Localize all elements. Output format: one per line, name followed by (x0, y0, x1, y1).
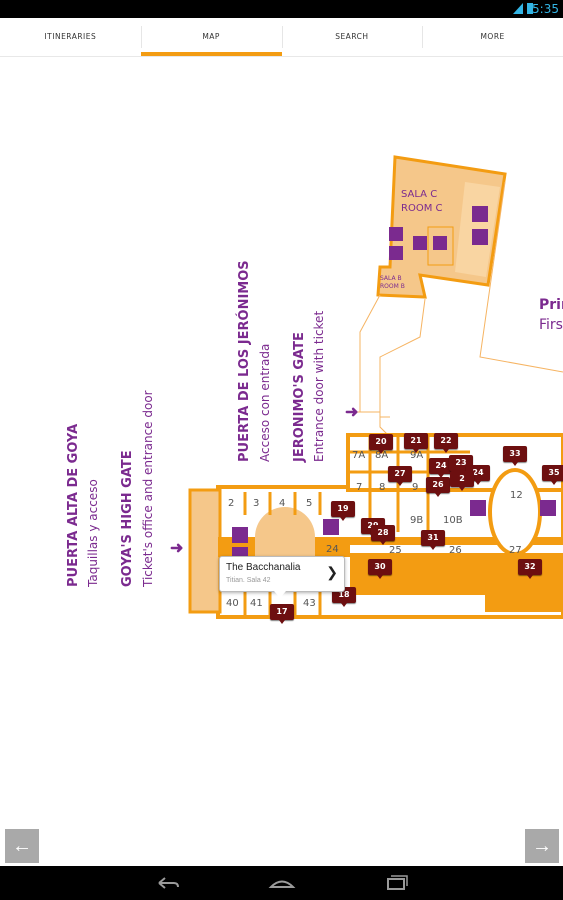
room-number: 25 (389, 545, 402, 556)
back-icon[interactable] (154, 874, 182, 892)
goya-gate-arrow: ➜ (170, 540, 184, 557)
room-number: 26 (449, 545, 462, 556)
info-icon (413, 236, 427, 250)
room-number: 8A (375, 450, 389, 461)
cafe-icon (433, 236, 447, 250)
room-number: 40 (226, 598, 239, 609)
elevator-icon (389, 246, 403, 260)
room-b-label: SALA B (380, 275, 402, 282)
artwork-marker[interactable]: 32 (518, 559, 542, 579)
tab-bar: ITINERARIES MAP SEARCH MORE (0, 18, 563, 57)
jeronimos-gate-name: PUERTA DE LOS JERÓNIMOS (237, 260, 252, 462)
artwork-marker[interactable]: 35 (542, 465, 563, 485)
stairs-icon (323, 519, 339, 535)
artwork-marker[interactable]: 24 (429, 458, 453, 478)
restroom-icon (470, 500, 486, 516)
system-nav-bar (0, 866, 563, 900)
room-number: 7 (356, 482, 363, 493)
room-number: 27 (509, 545, 522, 556)
room-number: 2 (228, 498, 235, 509)
artwork-callout[interactable]: The Bacchanalia Titian. Sala 42 ❯ (219, 556, 345, 598)
home-icon[interactable] (268, 874, 296, 892)
room-number: 8 (379, 482, 386, 493)
recent-apps-icon[interactable] (382, 874, 410, 892)
floor-plan (188, 155, 563, 619)
room-number: 9 (412, 482, 419, 493)
tab-itineraries[interactable]: ITINERARIES (44, 32, 97, 41)
previous-arrow-button[interactable]: ← (5, 829, 39, 863)
room-c-label: SALA C (401, 189, 438, 200)
signal-icon (513, 3, 523, 14)
artwork-marker[interactable]: 17 (270, 604, 294, 624)
goya-gate-name-en: GOYA'S HIGH GATE (120, 450, 135, 587)
artwork-marker[interactable]: 22 (434, 433, 458, 453)
callout-subtitle: Titian. Sala 42 (226, 577, 271, 584)
restroom-icon (472, 229, 488, 245)
artwork-marker[interactable]: 28 (371, 525, 395, 545)
callout-title: The Bacchanalia (226, 562, 301, 573)
room-number: 7A (352, 450, 366, 461)
room-number: 9B (410, 515, 424, 526)
room-number: 24 (326, 544, 339, 555)
room-number: 43 (303, 598, 316, 609)
goya-gate-sub: Taquillas y acceso (86, 479, 100, 587)
museum-map[interactable]: SALA C ROOM C SALA B ROOM B Prim Firs PU… (0, 57, 563, 827)
room-number: 10B (443, 515, 463, 526)
room-number: 12 (510, 490, 523, 501)
tab-map[interactable]: MAP (140, 18, 282, 56)
status-time: 5:35 (532, 2, 559, 16)
goya-gate-sub-en: Ticket's office and entrance door (141, 390, 155, 587)
room-number: 41 (250, 598, 263, 609)
goya-gate-name: PUERTA ALTA DE GOYA (66, 423, 81, 587)
jeronimos-gate-sub-en: Entrance door with ticket (312, 310, 326, 462)
tab-more[interactable]: MORE (422, 18, 563, 56)
room-number: 9A (410, 450, 424, 461)
tab-search[interactable]: SEARCH (281, 18, 423, 56)
artwork-marker[interactable]: 26 (426, 477, 450, 497)
floor-label-en: Firs (539, 317, 563, 333)
artwork-marker[interactable]: 21 (404, 433, 428, 453)
artwork-marker[interactable]: 30 (368, 559, 392, 579)
room-number: 5 (306, 498, 313, 509)
artwork-marker[interactable]: 2 (450, 471, 474, 491)
stairs-icon (472, 206, 488, 222)
artwork-marker[interactable]: 31 (421, 530, 445, 550)
artwork-marker[interactable]: 19 (331, 501, 355, 521)
stairs-icon (540, 500, 556, 516)
next-arrow-button[interactable]: → (525, 829, 559, 863)
jeronimos-gate-sub: Acceso con entrada (258, 343, 272, 462)
room-number: 3 (253, 498, 260, 509)
chevron-right-icon[interactable]: ❯ (326, 564, 338, 580)
accessibility-icon (389, 227, 403, 241)
status-bar: 5:35 (0, 0, 563, 18)
floor-label: Prim (539, 297, 563, 313)
battery-icon (527, 3, 533, 14)
artwork-marker[interactable]: 20 (369, 434, 393, 454)
room-c-label-en: ROOM C (401, 203, 443, 214)
jeronimos-gate-name-en: JERONIMO'S GATE (292, 332, 307, 462)
room-b-label-en: ROOM B (380, 283, 405, 290)
stairs-icon (232, 527, 248, 543)
jeronimos-gate-arrow: ➜ (345, 404, 359, 421)
room-number: 4 (279, 498, 286, 509)
artwork-marker[interactable]: 27 (388, 466, 412, 486)
artwork-marker[interactable]: 33 (503, 446, 527, 466)
